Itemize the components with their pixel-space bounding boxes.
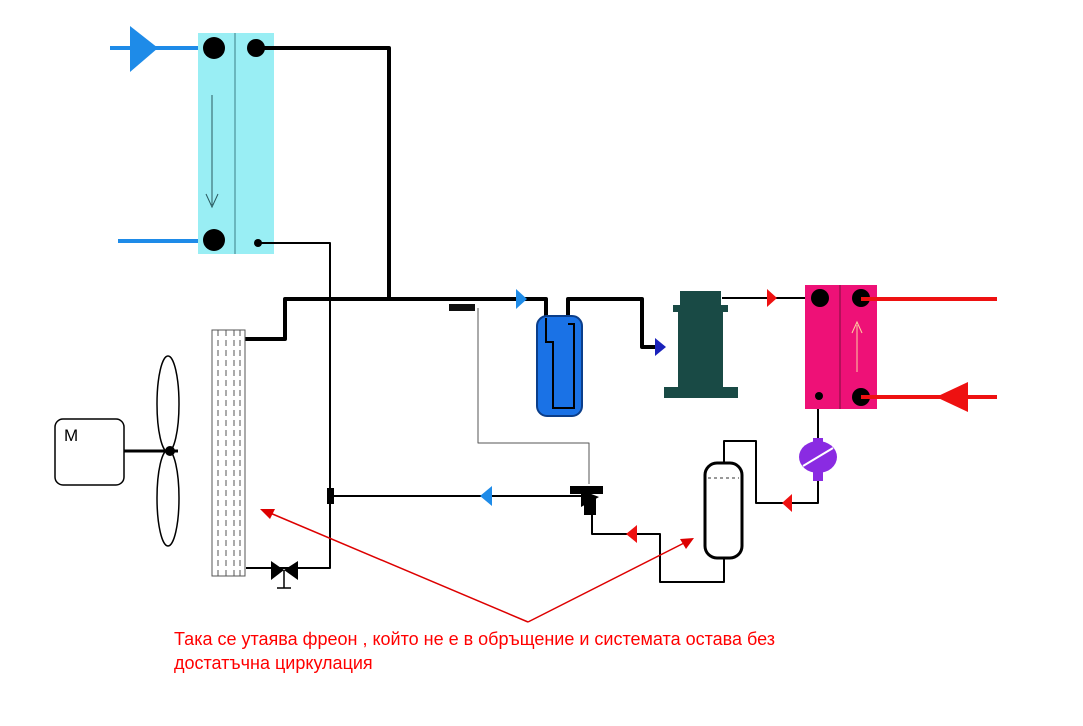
liquid-receiver xyxy=(703,461,744,560)
air-condenser-coil xyxy=(211,329,246,577)
expansion-valve-icon xyxy=(570,486,603,515)
compressor xyxy=(664,291,738,398)
suction-accumulator xyxy=(536,315,583,417)
hot-water-lines xyxy=(861,297,997,412)
water-inlet-arrow-icon xyxy=(130,26,158,72)
shutoff-valve-icon xyxy=(271,561,298,589)
caption-line-1: Така се утаява фреон , който не е в обръ… xyxy=(174,629,775,649)
sensing-bulb xyxy=(449,304,475,311)
water-heat-exchanger xyxy=(198,33,274,254)
water-inlet-arrow-icon xyxy=(936,382,968,412)
flow-arrow-icon xyxy=(480,289,792,543)
evaporator-heat-exchanger xyxy=(805,285,877,409)
annotation-arrows xyxy=(260,509,694,623)
caption-line-2: достатъчна циркулация xyxy=(174,653,373,673)
refrigerant-piping xyxy=(244,46,820,583)
tee-junction xyxy=(327,488,334,504)
annotation-caption: Така се утаява фреон , който не е в обръ… xyxy=(174,627,934,675)
motor-icon xyxy=(54,418,125,486)
fan-icon xyxy=(124,355,180,547)
filter-drier xyxy=(799,438,837,481)
motor-label: M xyxy=(64,426,79,445)
